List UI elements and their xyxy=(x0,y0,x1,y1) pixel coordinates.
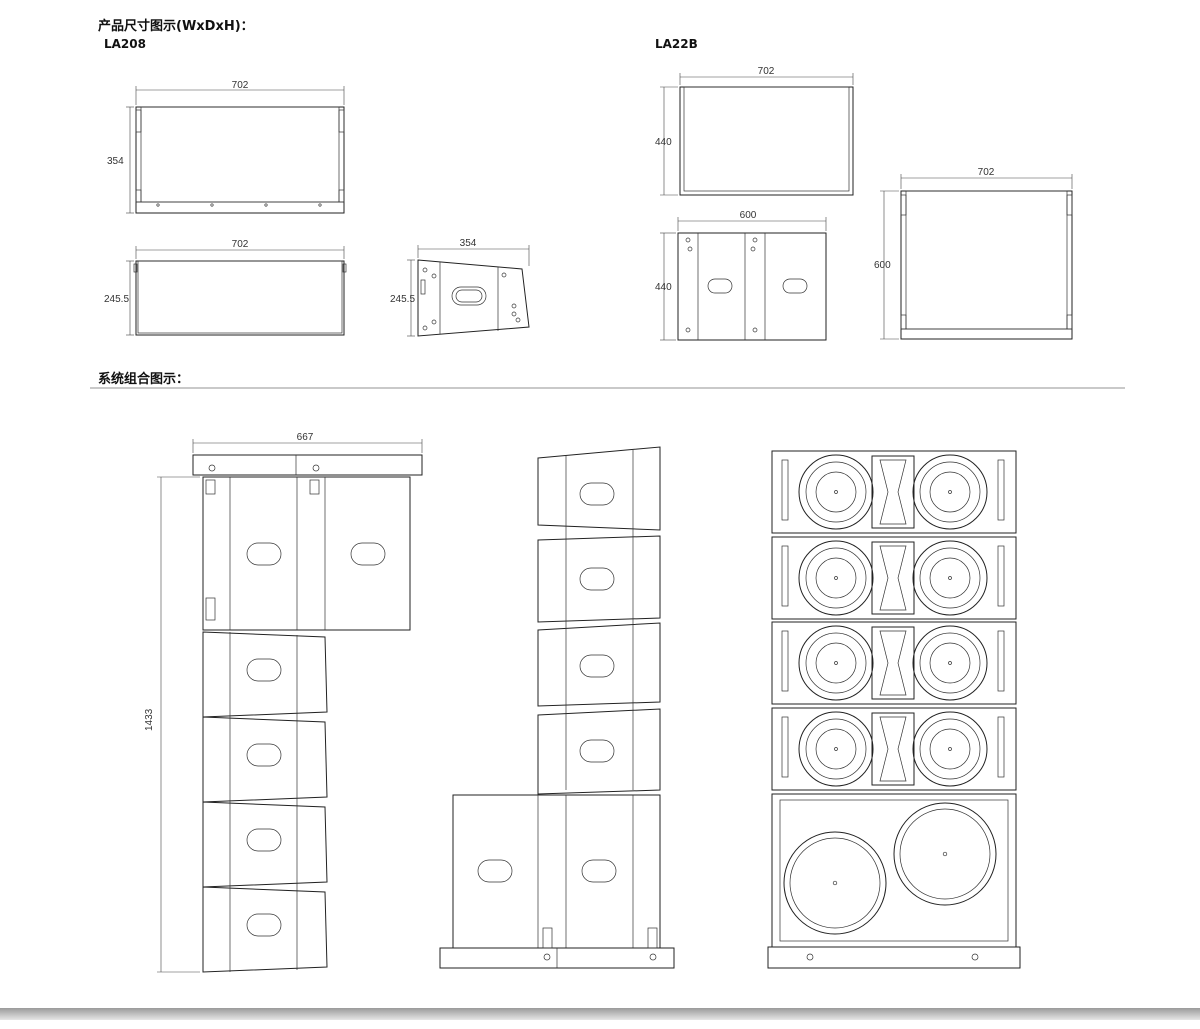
la22b-top-view xyxy=(900,190,1073,340)
array-1-flown-side-view xyxy=(192,454,423,973)
dim-la208-top-depth: 245.5 xyxy=(104,260,134,336)
dim-la22b-front-width: 702 xyxy=(679,66,854,85)
footer-band xyxy=(0,1008,1200,1020)
la208-side-view xyxy=(417,259,530,337)
speaker-cabinet-4 xyxy=(781,711,1005,787)
model-label-la22b: LA22B xyxy=(655,37,698,51)
dim-array-width: 667 xyxy=(192,432,423,453)
section-divider xyxy=(90,387,1125,389)
dim-label: 354 xyxy=(460,238,477,249)
dim-la208-side-height: 245.5 xyxy=(390,259,415,337)
speaker-cabinet-3 xyxy=(781,625,1005,701)
la22b-front-view xyxy=(679,86,854,196)
dim-la22b-side-height: 440 xyxy=(655,232,676,341)
la208-front-view xyxy=(135,106,345,214)
array-3-front-view xyxy=(767,450,1021,969)
dim-la22b-top-depth: 600 xyxy=(874,190,899,340)
dim-la22b-side-width: 600 xyxy=(677,210,827,231)
dim-label: 600 xyxy=(740,210,757,221)
dim-label: 354 xyxy=(107,156,124,167)
system-heading: 系统组合图示： xyxy=(98,372,190,387)
dim-label: 702 xyxy=(232,239,249,250)
dim-label: 702 xyxy=(978,167,995,178)
dim-la208-side-depth: 354 xyxy=(417,238,530,266)
dim-la208-front-width: 702 xyxy=(135,80,345,105)
la22b-side-view xyxy=(677,232,827,341)
dimensions-heading: 产品尺寸图示(WxDxH)： xyxy=(98,19,254,34)
dim-label: 245.5 xyxy=(390,294,415,305)
dim-array-height: 1433 xyxy=(144,476,200,973)
speaker-cabinet-2 xyxy=(781,540,1005,616)
dim-la22b-top-width: 702 xyxy=(900,167,1073,189)
dim-la208-front-height: 354 xyxy=(107,106,134,214)
dim-label: 440 xyxy=(655,137,672,148)
dim-label: 702 xyxy=(232,80,249,91)
array-2-stacked-side-view xyxy=(439,446,675,969)
subwoofer-cabinet xyxy=(779,799,1009,942)
dim-label: 667 xyxy=(297,432,314,443)
dim-label: 245.5 xyxy=(104,294,129,305)
dim-label: 600 xyxy=(874,260,891,271)
model-label-la208: LA208 xyxy=(104,37,146,51)
la208-top-view xyxy=(133,260,347,336)
dim-label: 440 xyxy=(655,282,672,293)
dim-la22b-front-height: 440 xyxy=(655,86,678,196)
speaker-cabinet-1 xyxy=(781,454,1005,530)
dim-label: 702 xyxy=(758,66,775,77)
dim-la208-top-width: 702 xyxy=(135,239,345,259)
dim-label: 1433 xyxy=(144,708,155,731)
